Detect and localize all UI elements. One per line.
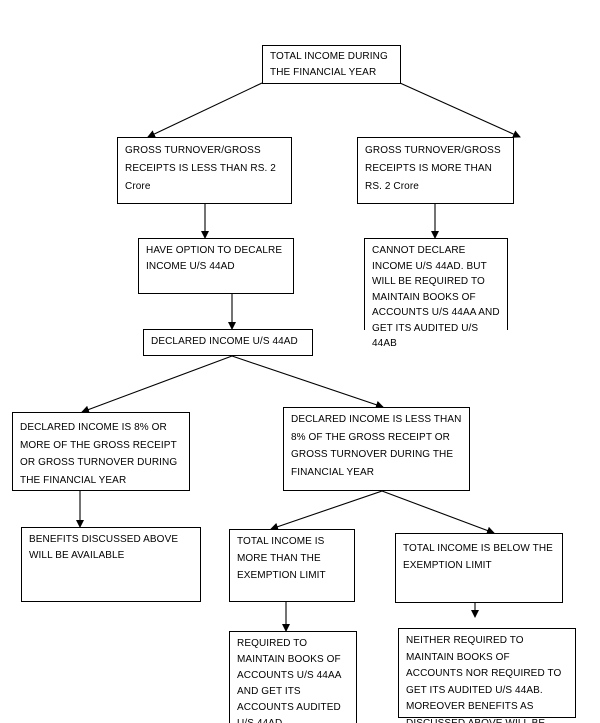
neither-required-box: NEITHER REQUIRED TO MAINTAIN BOOKS OF AC… xyxy=(398,628,576,723)
turnover-more-box: GROSS TURNOVER/GROSS RECEIPTS IS MORE TH… xyxy=(357,137,514,204)
required-maintain-box: REQUIRED TO MAINTAIN BOOKS OF ACCOUNTS U… xyxy=(229,631,357,723)
turnover-less-box: GROSS TURNOVER/GROSS RECEIPTS IS LESS TH… xyxy=(117,137,292,204)
connector-declared-to-less-8 xyxy=(231,355,384,409)
income-more-exemption-box: TOTAL INCOME IS MORE THAN THE EXEMPTION … xyxy=(229,529,355,602)
option-44ad-box: HAVE OPTION TO DECALRE INCOME U/S 44AD xyxy=(138,238,294,294)
declared-44ad-text: DECLARED INCOME U/S 44AD xyxy=(151,336,298,347)
declared-44ad-box: DECLARED INCOME U/S 44AD xyxy=(143,329,313,356)
cannot-declare-box: CANNOT DECLARE INCOME U/S 44AD. BUT WILL… xyxy=(364,238,508,349)
total-income-text: TOTAL INCOME DURING THE FINANCIAL YEAR xyxy=(270,51,388,78)
declared-8-or-more-text: DECLARED INCOME IS 8% OR MORE OF THE GRO… xyxy=(20,422,178,486)
declared-less-8-box: DECLARED INCOME IS LESS THAN 8% OF THE G… xyxy=(283,407,470,491)
option-44ad-text: HAVE OPTION TO DECALRE INCOME U/S 44AD xyxy=(146,245,283,272)
connector-declared-to-8-or-more xyxy=(81,355,233,414)
turnover-more-unit: Crore xyxy=(393,181,419,192)
income-more-exemption-text: TOTAL INCOME IS MORE THAN THE EXEMPTION … xyxy=(237,536,326,581)
total-income-box: TOTAL INCOME DURING THE FINANCIAL YEAR xyxy=(262,45,401,84)
declared-less-8-text: DECLARED INCOME IS LESS THAN 8% OF THE G… xyxy=(291,414,462,478)
turnover-less-text: GROSS TURNOVER/GROSS RECEIPTS IS LESS TH… xyxy=(125,145,276,174)
benefits-available-box: BENEFITS DISCUSSED ABOVE WILL BE AVAILAB… xyxy=(21,527,201,602)
income-below-exemption-text: TOTAL INCOME IS BELOW THE EXEMPTION LIMI… xyxy=(403,543,553,571)
neither-required-text: NEITHER REQUIRED TO MAINTAIN BOOKS OF AC… xyxy=(406,635,562,723)
turnover-more-text: GROSS TURNOVER/GROSS RECEIPTS IS MORE TH… xyxy=(365,145,501,192)
connector-total-to-more xyxy=(399,82,521,138)
connector-less-8-to-more-exemption xyxy=(270,490,383,531)
benefits-available-text: BENEFITS DISCUSSED ABOVE WILL BE AVAILAB… xyxy=(29,534,179,561)
required-maintain-text: REQUIRED TO MAINTAIN BOOKS OF ACCOUNTS U… xyxy=(237,638,341,723)
income-below-exemption-box: TOTAL INCOME IS BELOW THE EXEMPTION LIMI… xyxy=(395,533,563,603)
connector-less-8-to-below-exemption xyxy=(381,490,495,535)
connector-total-to-less xyxy=(147,82,263,138)
cannot-declare-text: CANNOT DECLARE INCOME U/S 44AD. BUT WILL… xyxy=(372,245,500,349)
declared-8-or-more-box: DECLARED INCOME IS 8% OR MORE OF THE GRO… xyxy=(12,412,190,491)
turnover-less-unit: Crore xyxy=(125,181,151,192)
